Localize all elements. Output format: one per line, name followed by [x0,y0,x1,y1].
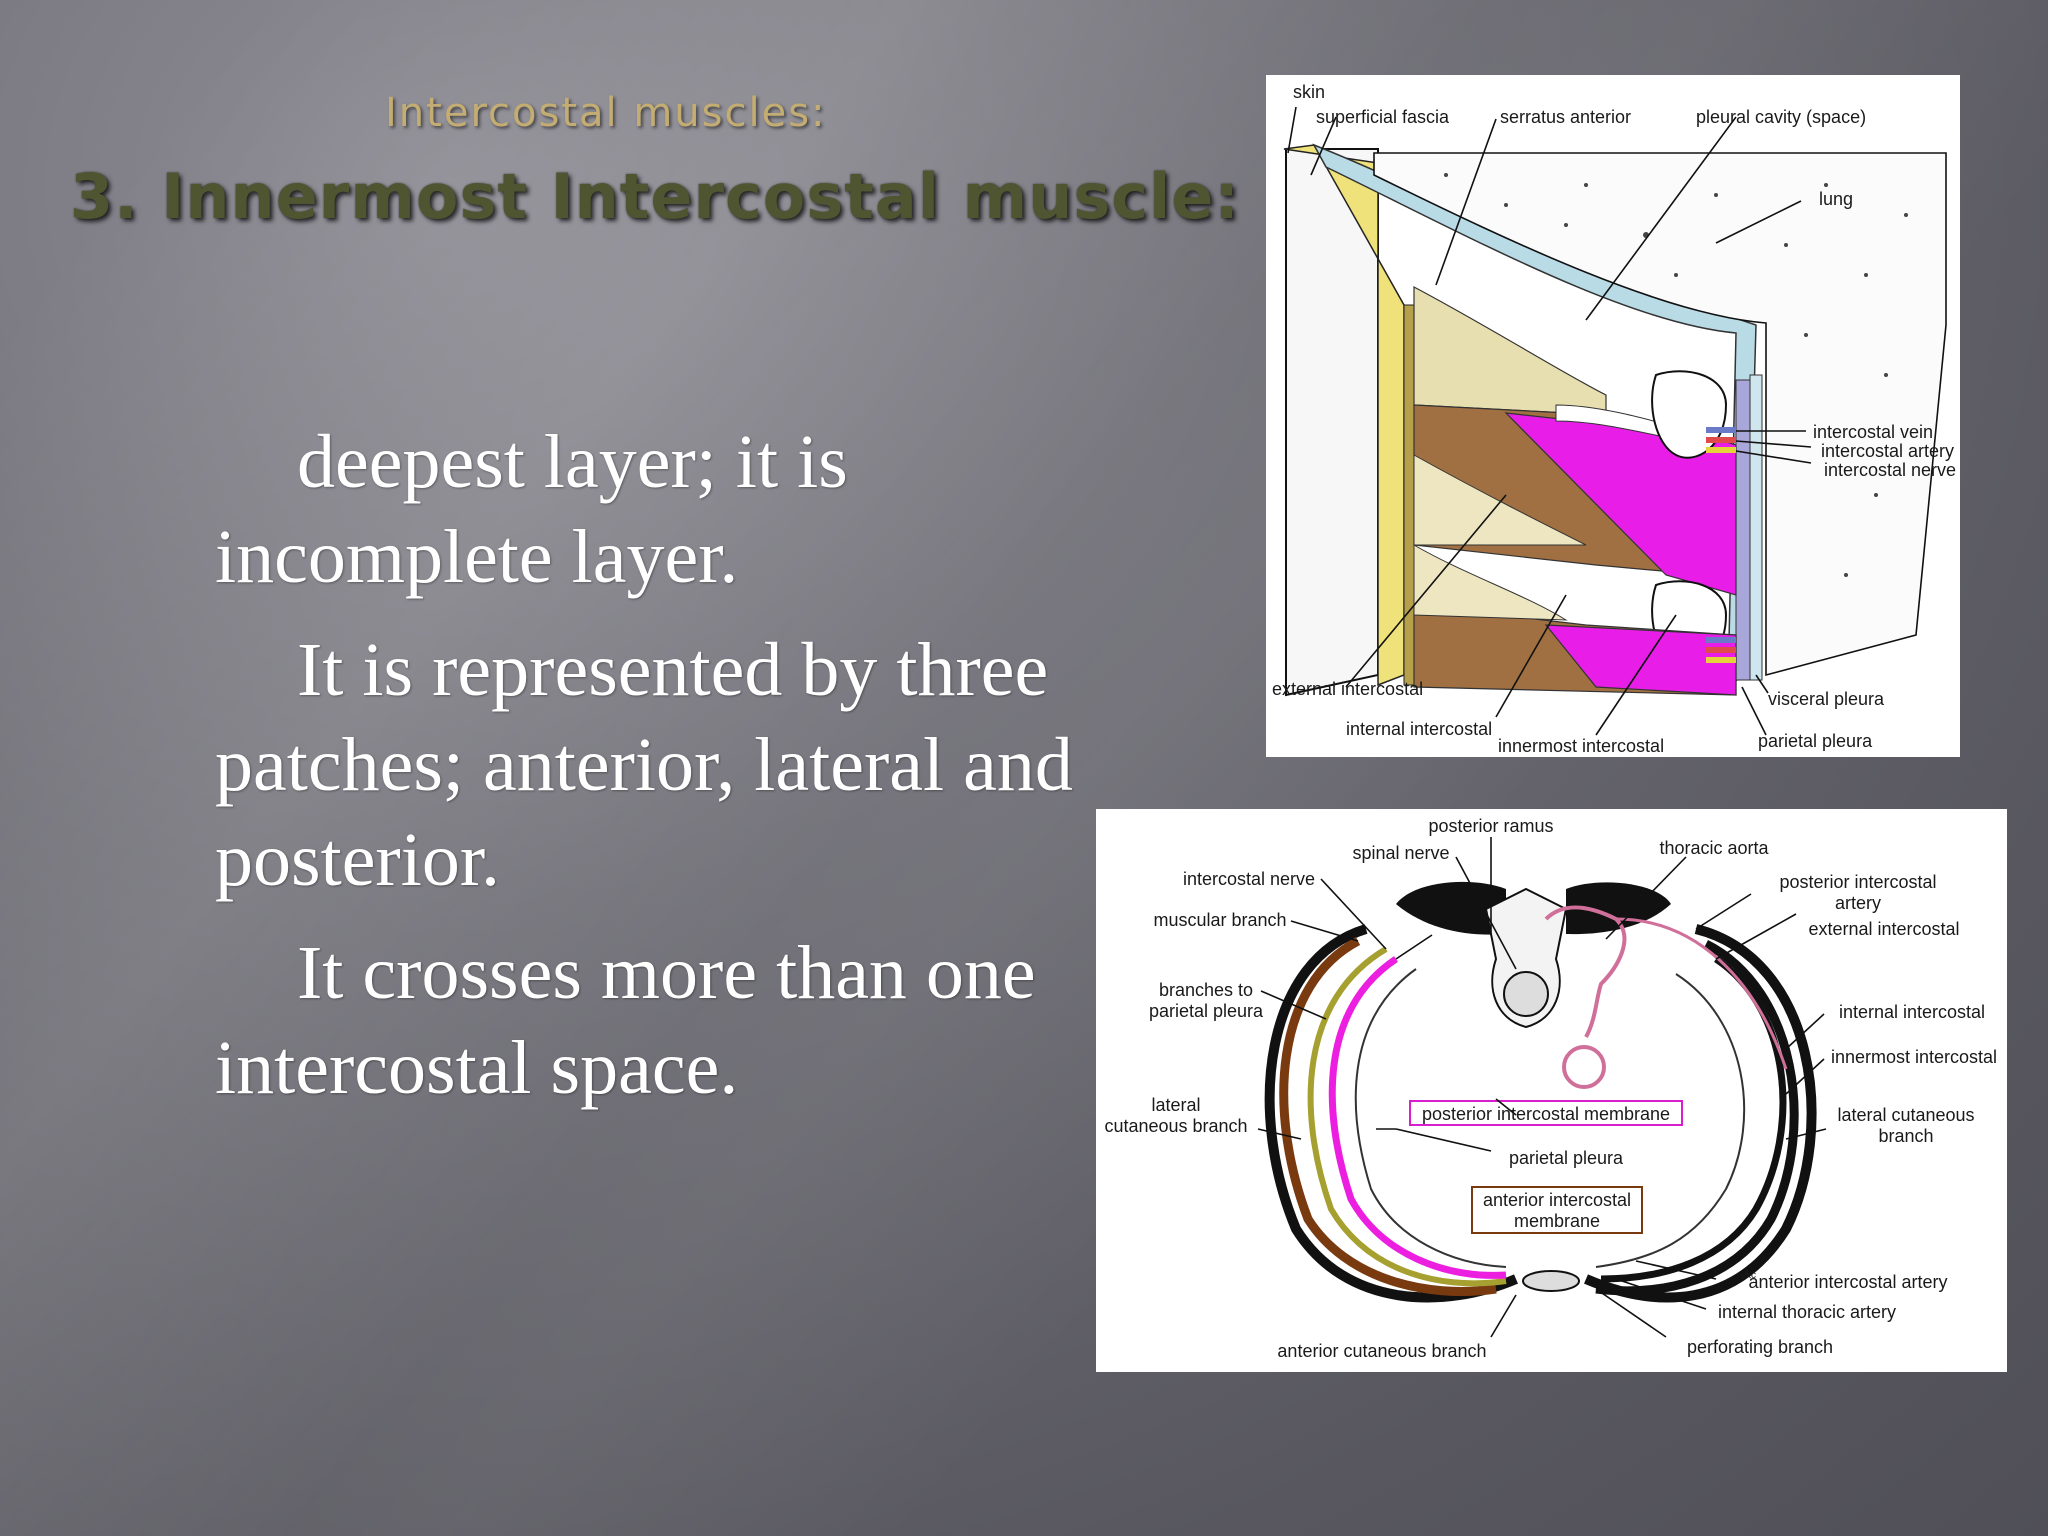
label-parietal-pleura: parietal pleura [1509,1148,1624,1168]
label-lateral-cutaneous-right-2: branch [1878,1126,1933,1146]
label-pleural-cavity: pleural cavity (space) [1696,107,1866,127]
label-posterior-intercostal-membrane: posterior intercostal membrane [1422,1104,1670,1124]
label-muscular-branch: muscular branch [1153,910,1286,930]
slide-subtitle: Intercostal muscles: [385,90,827,136]
thorax-cross-section-illustration: posterior ramus spinal nerve thoracic ao… [1104,816,1997,1361]
intercostal-layers-diagram: skin superficial fascia serratus anterio… [1266,75,1960,757]
intercostal-layers-illustration: skin superficial fascia serratus anterio… [1272,82,1956,756]
label-posterior-ramus: posterior ramus [1428,816,1553,836]
label-external-intercostal: external intercostal [1808,919,1959,939]
label-superficial-fascia: superficial fascia [1316,107,1450,127]
label-lateral-cutaneous-right-1: lateral cutaneous [1837,1105,1974,1125]
label-anterior-membrane-2: membrane [1514,1211,1600,1231]
paragraph-2: It is represented by three patches; ante… [215,628,1073,902]
slide-title: 3. Innermost Intercostal muscle: [70,160,1241,233]
paragraph-3: It crosses more than one intercostal spa… [215,931,1036,1110]
label-parietal-pleura: parietal pleura [1758,731,1873,751]
label-lung: lung [1819,189,1853,209]
label-intercostal-nerve: intercostal nerve [1183,869,1315,889]
label-innermost-intercostal: innermost intercostal [1831,1047,1997,1067]
label-intercostal-artery: intercostal artery [1821,441,1954,461]
label-visceral-pleura: visceral pleura [1768,689,1885,709]
label-internal-intercostal: internal intercostal [1346,719,1492,739]
paragraph-1: deepest layer; it is incomplete layer. [215,420,848,599]
label-lateral-cutaneous-left-2: cutaneous branch [1104,1116,1247,1136]
label-anterior-membrane-1: anterior intercostal [1483,1190,1631,1210]
thorax-cross-section-diagram: posterior ramus spinal nerve thoracic ao… [1096,809,2007,1372]
label-anterior-intercostal-artery: anterior intercostal artery [1748,1272,1947,1292]
label-posterior-intercostal-artery-1: posterior intercostal [1779,872,1936,892]
body-text: deepest layer; it is incomplete layer. I… [215,415,1095,1134]
label-perforating-branch: perforating branch [1687,1337,1833,1357]
label-thoracic-aorta: thoracic aorta [1659,838,1769,858]
label-skin: skin [1293,82,1325,102]
label-serratus-anterior: serratus anterior [1500,107,1631,127]
label-lateral-cutaneous-left-1: lateral [1151,1095,1200,1115]
label-branches-to-2: parietal pleura [1149,1001,1264,1021]
label-spinal-nerve: spinal nerve [1352,843,1449,863]
label-internal-thoracic-artery: internal thoracic artery [1718,1302,1896,1322]
label-anterior-cutaneous-branch: anterior cutaneous branch [1277,1341,1486,1361]
label-internal-intercostal: internal intercostal [1839,1002,1985,1022]
label-innermost-intercostal: innermost intercostal [1498,736,1664,756]
label-intercostal-nerve: intercostal nerve [1824,460,1956,480]
label-external-intercostal: external intercostal [1272,679,1423,699]
label-branches-to-1: branches to [1159,980,1253,1000]
label-posterior-intercostal-artery-2: artery [1835,893,1881,913]
label-intercostal-vein: intercostal vein [1813,422,1933,442]
label-vkc-mark: vkc [1741,1270,1756,1281]
